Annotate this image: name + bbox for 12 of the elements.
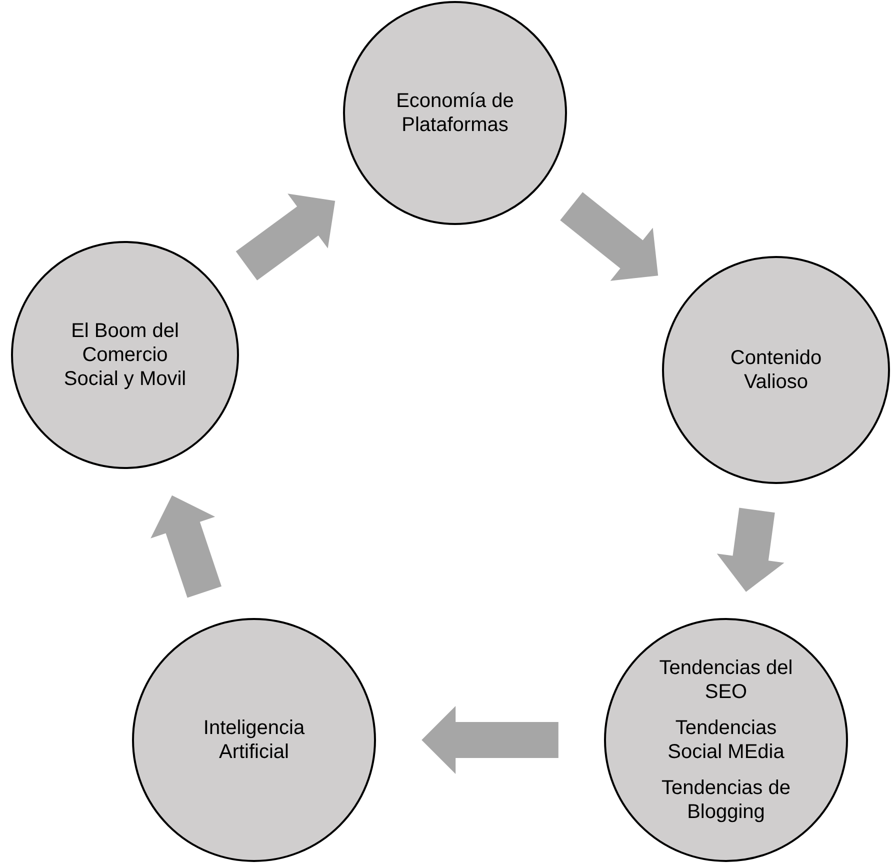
block-arrow (716, 508, 784, 592)
node-label: El Boom del Comercio Social y Movil (62, 319, 188, 391)
node-label: Economía de Plataformas (395, 89, 515, 137)
block-arrow (422, 706, 558, 774)
node-label: Inteligencia Artificial (202, 716, 306, 764)
node-label: Tendencias del SEO (658, 656, 794, 704)
block-arrow (560, 192, 658, 281)
block-arrow (236, 194, 336, 280)
node-label: Contenido Valioso (729, 346, 823, 394)
block-arrow (150, 495, 222, 598)
node-label: Tendencias Social MEdia (666, 716, 786, 764)
node-label: Tendencias de Blogging (660, 776, 792, 824)
